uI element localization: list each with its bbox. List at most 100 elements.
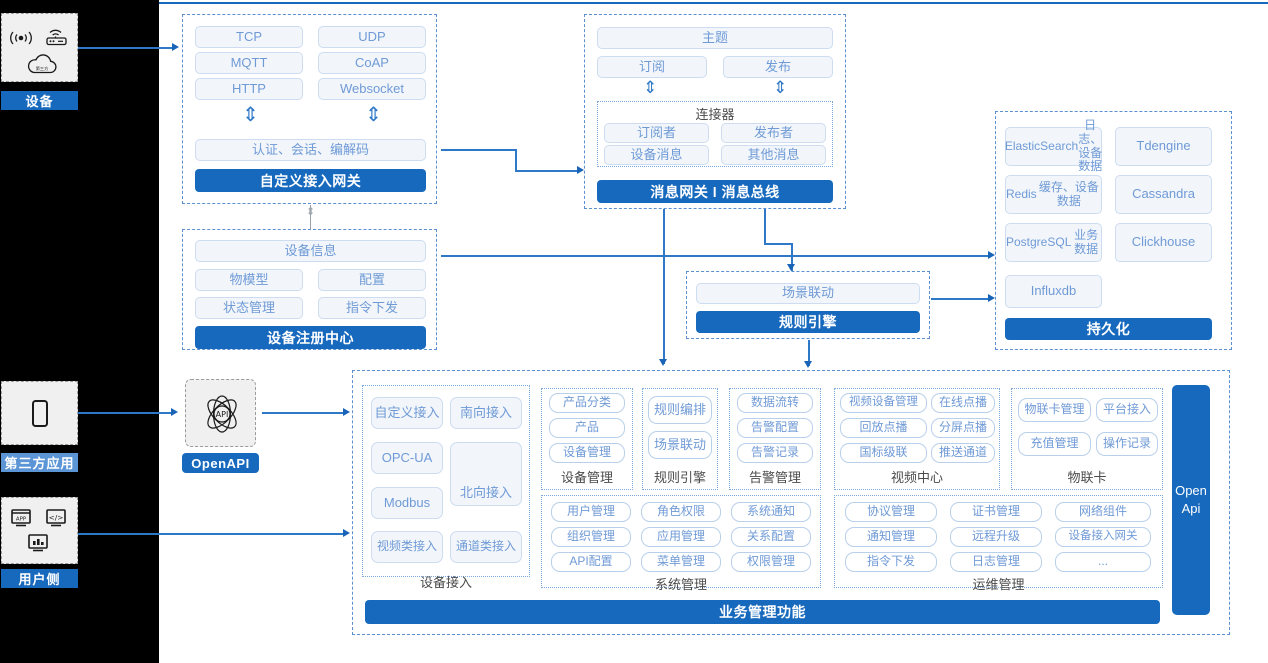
business-group [352, 370, 1230, 635]
persistence-clickhouse[interactable]: Clickhouse [1115, 223, 1212, 262]
protocol-http[interactable]: HTTP [195, 78, 303, 100]
om-device-gateway[interactable]: 设备接入网关 [1055, 527, 1151, 547]
connector-other-message[interactable]: 其他消息 [721, 145, 826, 165]
sm-relation-config[interactable]: 关系配置 [731, 527, 811, 547]
group-video-center [834, 388, 1000, 490]
svg-text:API: API [216, 410, 229, 419]
rail-card-user-side: APP </> [1, 497, 78, 564]
registry-device-info[interactable]: 设备信息 [195, 240, 426, 262]
vc-video-device-management[interactable]: 视频设备管理 [840, 393, 927, 413]
om-remote-upgrade[interactable]: 远程升级 [950, 527, 1042, 547]
registry-thing-model[interactable]: 物模型 [195, 269, 303, 291]
re-scene-linkage[interactable]: 场景联动 [648, 431, 712, 459]
sm-user-management[interactable]: 用户管理 [551, 502, 631, 522]
persistence-elasticsearch[interactable]: ElasticSearch 日志、设备数据 [1005, 118, 1102, 173]
registry-command[interactable]: 指令下发 [318, 297, 426, 319]
cloud-icon: 第三方 [25, 54, 59, 82]
connector-device-message[interactable]: 设备消息 [604, 145, 709, 165]
da-custom-access[interactable]: 自定义接入 [371, 397, 443, 429]
rail-label-user-side: 用户侧 [1, 569, 78, 588]
vc-playback[interactable]: 回放点播 [840, 418, 927, 438]
arrow-openapi-to-business [343, 408, 350, 416]
sm-permission-management[interactable]: 权限管理 [731, 552, 811, 572]
line-gateway-to-bus-b [515, 149, 517, 171]
publish-chip[interactable]: 发布 [723, 56, 833, 78]
vc-split-screen[interactable]: 分屏点播 [931, 418, 995, 438]
om-command-dispatch[interactable]: 指令下发 [845, 552, 937, 572]
signal-icon [8, 28, 34, 53]
caption-rule-engine-biz: 规则引擎 [653, 470, 706, 485]
registry-state[interactable]: 状态管理 [195, 297, 303, 319]
da-opcua[interactable]: OPC-UA [371, 442, 443, 474]
protocol-mqtt[interactable]: MQTT [195, 52, 303, 74]
connector-publisher[interactable]: 发布者 [721, 123, 826, 143]
am-data-transfer[interactable]: 数据流转 [737, 393, 813, 413]
ic-platform-access[interactable]: 平台接入 [1096, 398, 1158, 422]
persistence-postgresql[interactable]: PostgreSQL 业务数据 [1005, 223, 1102, 262]
da-channel-access[interactable]: 通道类接入 [450, 531, 522, 563]
ic-operation-log[interactable]: 操作记录 [1096, 432, 1158, 456]
om-log-management[interactable]: 日志管理 [950, 552, 1042, 572]
da-northbound[interactable]: 北向接入 [450, 442, 522, 506]
persistence-redis[interactable]: Redis 缓存、设备数据 [1005, 175, 1102, 214]
group-device-access [362, 385, 530, 577]
business-bottom-bar: 业务管理功能 [365, 600, 1160, 624]
gateway-bar: 自定义接入网关 [195, 169, 426, 192]
bus-updown-right-icon: ⇕ [773, 78, 788, 97]
sm-app-management[interactable]: 应用管理 [641, 527, 721, 547]
sm-menu-management[interactable]: 菜单管理 [641, 552, 721, 572]
da-modbus[interactable]: Modbus [371, 487, 443, 519]
arrow-rule-to-business [804, 361, 812, 368]
line-bus-to-es-c [791, 243, 793, 271]
vc-push-channel[interactable]: 推送通道 [931, 443, 995, 463]
db-desc: 日志、设备数据 [1078, 117, 1103, 174]
subscribe-chip[interactable]: 订阅 [597, 56, 707, 78]
gateway-middle-chip[interactable]: 认证、会话、编解码 [195, 139, 426, 161]
am-alarm-config[interactable]: 告警配置 [737, 418, 813, 438]
da-southbound[interactable]: 南向接入 [450, 397, 522, 429]
ic-recharge-management[interactable]: 充值管理 [1018, 432, 1091, 456]
persistence-tdengine[interactable]: Tdengine [1115, 127, 1212, 166]
protocol-websocket[interactable]: Websocket [318, 78, 426, 100]
om-more[interactable]: ... [1055, 552, 1151, 572]
connector-subscriber[interactable]: 订阅者 [604, 123, 709, 143]
arrow-rule-to-persistence [988, 294, 995, 302]
om-cert-management[interactable]: 证书管理 [950, 502, 1042, 522]
sm-system-notice[interactable]: 系统通知 [731, 502, 811, 522]
vc-gb-cascade[interactable]: 国标级联 [840, 443, 927, 463]
am-alarm-record[interactable]: 告警记录 [737, 443, 813, 463]
vc-online-live[interactable]: 在线点播 [931, 393, 995, 413]
ic-card-management[interactable]: 物联卡管理 [1018, 398, 1091, 422]
sm-role-permission[interactable]: 角色权限 [641, 502, 721, 522]
persistence-cassandra[interactable]: Cassandra [1115, 175, 1212, 214]
dm-device-management[interactable]: 设备管理 [549, 443, 625, 463]
rule-scene-chip[interactable]: 场景联动 [696, 283, 920, 304]
om-network-component[interactable]: 网络组件 [1055, 502, 1151, 522]
protocol-coap[interactable]: CoAP [318, 52, 426, 74]
dm-product-category[interactable]: 产品分类 [549, 393, 625, 413]
persistence-influxdb[interactable]: Influxdb [1005, 275, 1102, 308]
caption-device-access: 设备接入 [419, 575, 472, 590]
api-atom-icon: API [197, 389, 247, 444]
top-accent-rule [159, 2, 1268, 4]
om-notice-management[interactable]: 通知管理 [845, 527, 937, 547]
group-alarm-management [729, 388, 821, 490]
line-gateway-to-bus-a [441, 149, 516, 151]
line-rule-to-business [808, 340, 810, 366]
protocol-tcp[interactable]: TCP [195, 26, 303, 48]
re-rule-orchestration[interactable]: 规则编排 [648, 396, 712, 424]
updown-arrow-right-icon: ⇕ [365, 104, 382, 126]
svg-text:APP: APP [16, 517, 27, 523]
svg-text:第三方: 第三方 [36, 65, 49, 72]
om-protocol-management[interactable]: 协议管理 [845, 502, 937, 522]
sm-api-config[interactable]: API配置 [551, 552, 631, 572]
da-video-access[interactable]: 视频类接入 [371, 531, 443, 563]
group-iot-card [1011, 388, 1163, 490]
db-name: PostgreSQL [1006, 234, 1072, 249]
arrow-device-to-gateway [172, 43, 179, 51]
protocol-udp[interactable]: UDP [318, 26, 426, 48]
registry-config[interactable]: 配置 [318, 269, 426, 291]
sm-org-management[interactable]: 组织管理 [551, 527, 631, 547]
topic-chip[interactable]: 主题 [597, 27, 833, 49]
dm-product[interactable]: 产品 [549, 418, 625, 438]
